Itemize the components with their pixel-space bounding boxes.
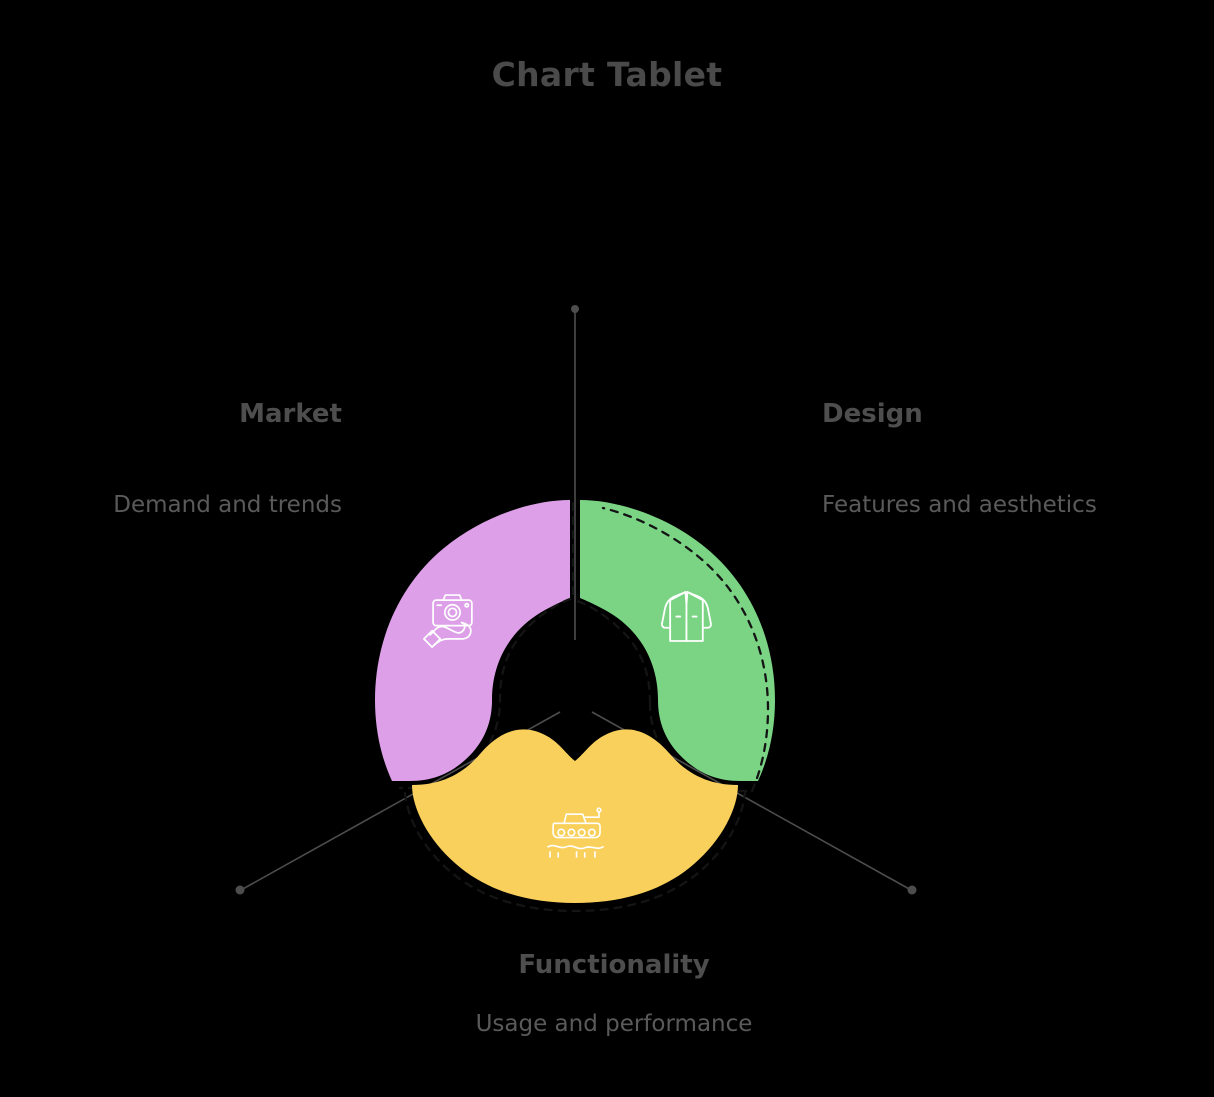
connector-dot-design — [571, 305, 579, 313]
label-design-description: Features and aesthetics — [822, 491, 1097, 518]
segment-functionality-outline — [403, 791, 747, 913]
segment-functionality[interactable] — [403, 729, 747, 913]
label-market: Market Demand and trends — [10, 400, 342, 518]
tank-icon — [547, 807, 604, 858]
label-design-heading: Design — [822, 399, 923, 429]
label-functionality-description: Usage and performance — [475, 1010, 753, 1037]
segment-market-shape[interactable] — [375, 500, 570, 781]
segment-functionality-shape[interactable] — [412, 729, 738, 903]
hand-holding-camera-icon — [423, 594, 473, 648]
label-design: Design Features and aesthetics — [822, 400, 1204, 518]
connector-dot-market — [235, 885, 245, 895]
label-market-heading: Market — [239, 399, 342, 429]
page-title: Chart Tablet — [491, 55, 723, 94]
label-market-description: Demand and trends — [113, 491, 342, 518]
label-functionality: Functionality Usage and performance — [307, 951, 921, 1037]
label-functionality-heading: Functionality — [518, 950, 710, 980]
connector-dot-functionality — [907, 885, 917, 895]
jacket-icon — [660, 591, 712, 642]
segment-design-outline — [575, 506, 770, 793]
